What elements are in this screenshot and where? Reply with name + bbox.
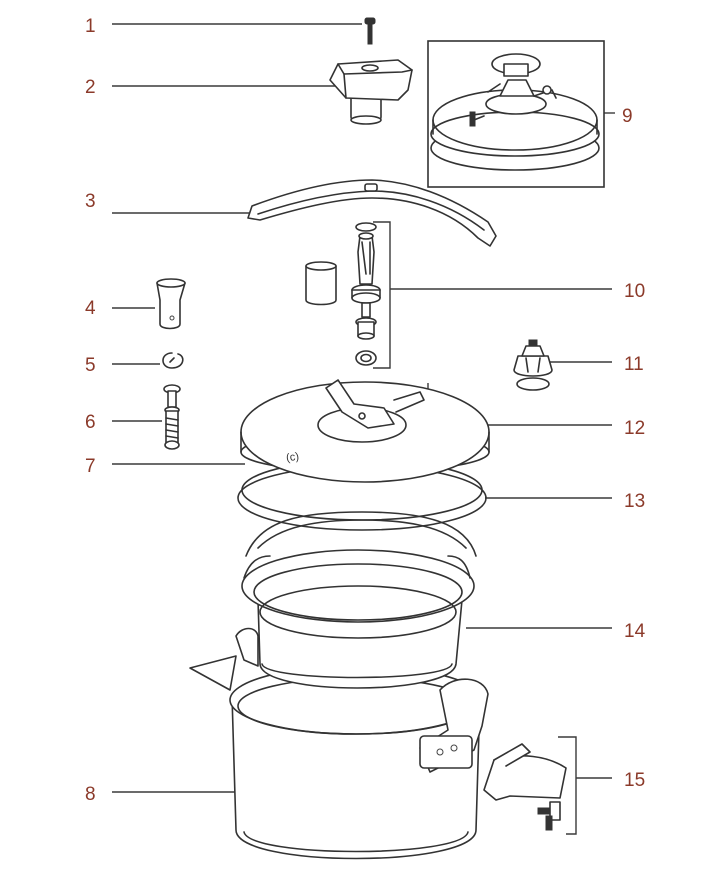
safety-pin xyxy=(163,384,181,450)
sealing-gasket xyxy=(237,459,487,557)
callout-4: 4 xyxy=(85,298,96,319)
lid-handle-bar xyxy=(247,179,497,247)
handle-sleeve xyxy=(156,278,186,330)
regulator-weight xyxy=(513,339,553,391)
callout-5: 5 xyxy=(85,355,96,376)
spring-clip xyxy=(162,352,184,369)
callout-2: 2 xyxy=(85,77,96,98)
callout-3: 3 xyxy=(85,191,96,212)
callout-12: 12 xyxy=(624,418,645,439)
callout-15: 15 xyxy=(624,770,645,791)
callout-7: 7 xyxy=(85,456,96,477)
pot-lid: (c) xyxy=(240,379,490,483)
valve-assembly xyxy=(305,222,381,366)
callout-14: 14 xyxy=(624,621,646,642)
callout-1: 1 xyxy=(85,16,96,37)
callout-13: 13 xyxy=(624,491,645,512)
inset-assembled-lid xyxy=(427,40,605,188)
valve-knob xyxy=(329,59,413,125)
lid-marking: (c) xyxy=(285,451,299,465)
steamer-basket xyxy=(241,549,475,689)
callout-6: 6 xyxy=(85,412,96,433)
screw xyxy=(364,17,376,45)
handle-bracket-and-bolt xyxy=(483,743,567,831)
callout-9: 9 xyxy=(622,106,633,127)
callout-11: 11 xyxy=(624,354,644,375)
callout-8: 8 xyxy=(85,784,96,805)
callout-10: 10 xyxy=(624,281,645,302)
